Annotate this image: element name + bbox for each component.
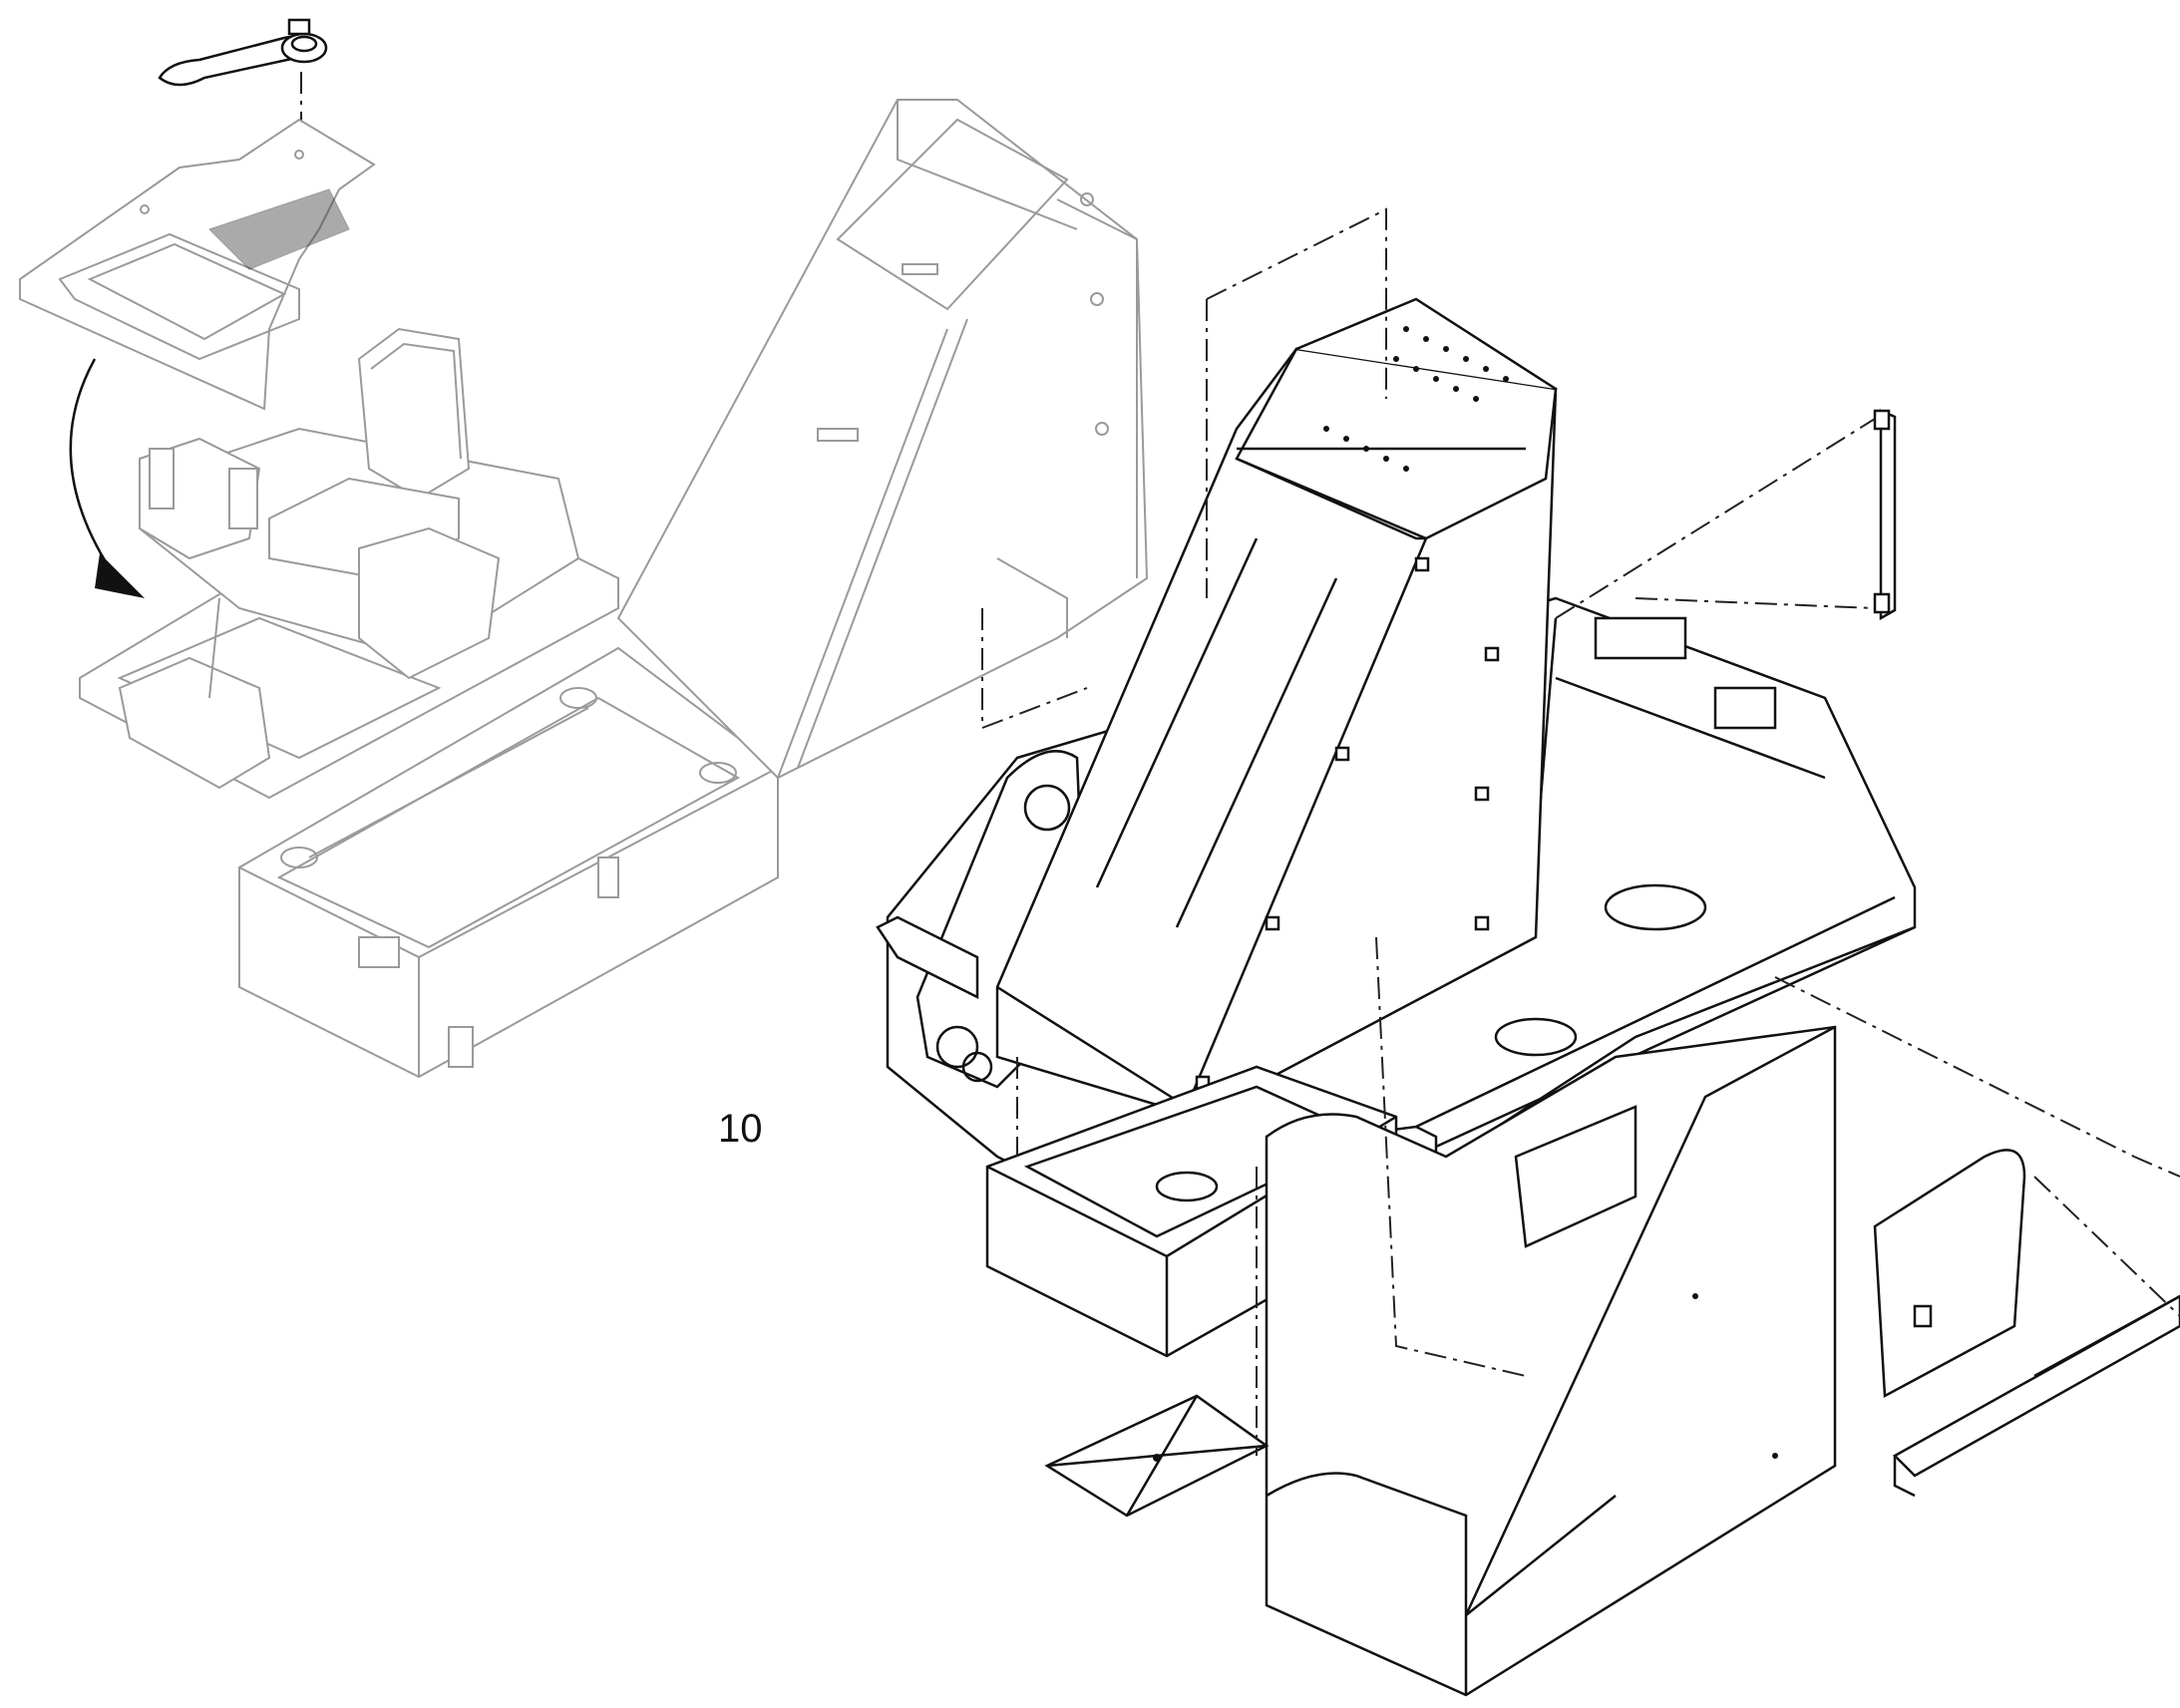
side-bracket-plate	[1514, 1105, 1637, 1248]
foreground-assembly	[876, 207, 2180, 1697]
rear-cover-panel	[1265, 1025, 1837, 1697]
callout-10: 10	[718, 1107, 763, 1151]
upper-housing	[995, 297, 1558, 1119]
grab-handle	[1873, 409, 1897, 621]
ghost-assembly	[19, 18, 1149, 1079]
lever-handle-part	[158, 18, 328, 150]
rail-strip	[1892, 1294, 2180, 1498]
operator-seat-platform	[79, 327, 619, 800]
access-door	[1873, 1149, 2026, 1399]
top-hole-pattern	[1323, 326, 1509, 472]
floor-mat-panel	[19, 118, 376, 411]
grip-mat-hatch	[208, 188, 350, 270]
rotation-arrow	[69, 358, 145, 598]
access-plate	[1044, 1394, 1270, 1518]
ghost-column-structure	[616, 99, 1149, 780]
assembly-lines	[981, 207, 2180, 1456]
base-frame-box	[238, 646, 779, 1079]
